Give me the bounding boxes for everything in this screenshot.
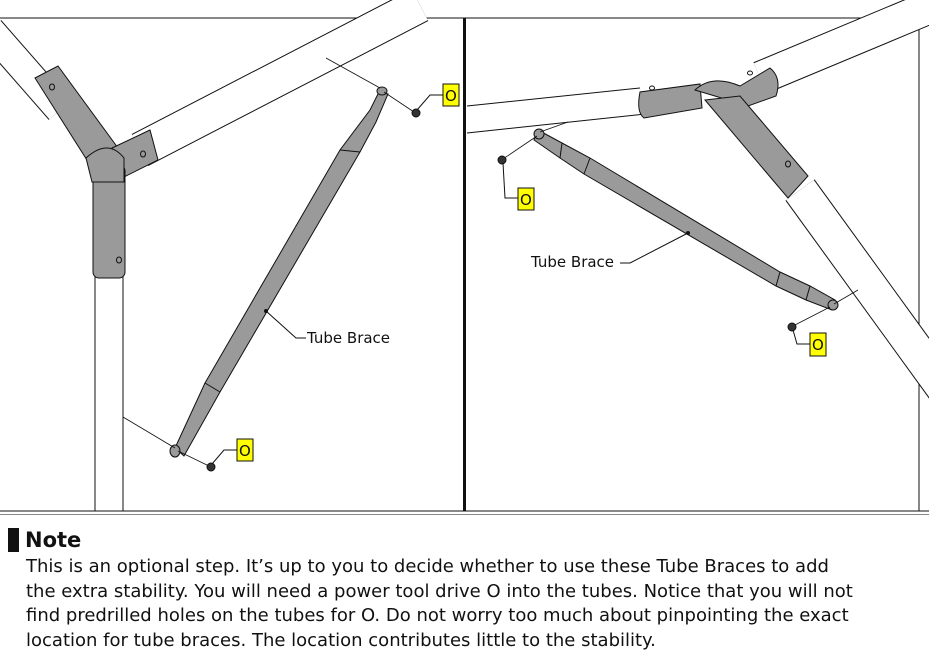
left-tag-top-leader (416, 94, 443, 111)
left-guide-screw-bottom (177, 450, 210, 467)
left-panel: Tube Brace O O (0, 0, 460, 512)
right-callout-leader (620, 232, 689, 264)
note-section: Note This is an optional step. It’s up t… (0, 521, 929, 659)
left-tag-bottom-leader (211, 449, 237, 465)
note-body: This is an optional step. It’s up to you… (26, 555, 916, 653)
right-tag-left-leader (502, 162, 518, 199)
right-guide-bottom (833, 289, 859, 305)
note-line-1: This is an optional step. It’s up to you… (26, 556, 829, 577)
right-tag-left-text: O (520, 191, 532, 209)
left-callout-label: Tube Brace (306, 329, 390, 347)
right-screw-left-icon (497, 155, 507, 165)
left-guide-bottom (122, 416, 176, 449)
right-tag-right-text: O (812, 336, 824, 354)
note-line-3: find predrilled holes on the tubes for O… (26, 605, 849, 626)
left-tag-top-text: O (445, 87, 457, 105)
assembly-illustration: Tube Brace O O (0, 0, 929, 515)
right-guide-screw-left (502, 135, 538, 160)
right-upper-pipe (753, 0, 929, 94)
left-tag-bottom-box (236, 438, 254, 462)
right-horizontal-pipe-top (466, 87, 641, 107)
note-title: Note (8, 527, 81, 553)
left-tube-brace (169, 86, 389, 458)
right-guide-screw-right (792, 306, 831, 327)
right-tag-right-box (809, 332, 827, 357)
right-screw-right-icon (787, 322, 797, 332)
note-heading: Note (25, 528, 82, 552)
left-connector (34, 65, 159, 279)
left-vertical-pipe (94, 259, 124, 512)
left-guide-top (325, 57, 381, 89)
note-line-4: location for tube braces. The location c… (26, 629, 656, 651)
left-screw-bottom-icon (206, 462, 216, 472)
left-tag-bottom-text: O (239, 442, 251, 460)
note-line-2: the extra stability. You will need a pow… (26, 580, 853, 602)
right-guide-top (539, 121, 569, 133)
right-diagonal-pipe (785, 179, 929, 399)
note-bar-icon (8, 528, 19, 552)
right-callout-label: Tube Brace (530, 253, 614, 271)
right-tube-brace (533, 128, 839, 311)
left-tag-top-box (442, 83, 460, 107)
right-connector (638, 67, 809, 199)
right-horizontal-pipe-bottom (466, 113, 646, 134)
right-panel: Tube Brace O O (466, 0, 929, 399)
left-screw-top-icon (411, 108, 421, 118)
right-tag-left-box (517, 187, 535, 211)
left-callout-leader (265, 310, 306, 339)
left-guide-screw-top (383, 91, 415, 113)
right-tag-right-leader (792, 329, 810, 345)
left-upper-pipe (131, 0, 429, 166)
